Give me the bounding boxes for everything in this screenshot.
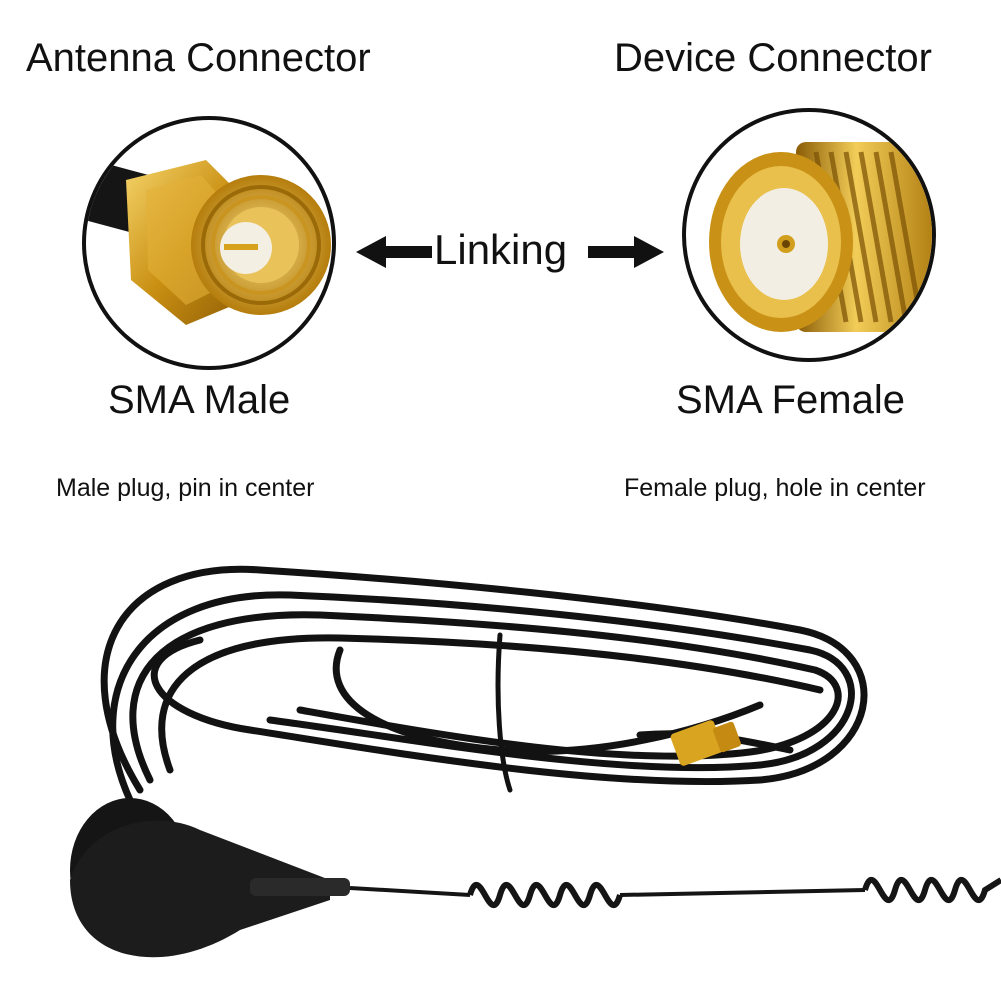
arrow-right-icon [588,236,664,268]
sma-male-connector-icon [86,160,331,325]
sma-female-connector-icon [709,142,932,332]
sma-male-label: SMA Male [108,378,291,422]
sma-female-description: Female plug, hole in center [624,474,926,502]
sma-male-photo [82,116,336,370]
device-connector-title: Device Connector [614,36,932,80]
magnetic-antenna-illustration [70,565,1001,958]
sma-female-photo [682,108,936,362]
arrow-left-icon [356,236,432,268]
linking-label: Linking [434,226,568,273]
antenna-connector-title: Antenna Connector [26,36,371,80]
sma-female-label: SMA Female [676,378,905,422]
sma-male-description: Male plug, pin in center [56,474,315,502]
